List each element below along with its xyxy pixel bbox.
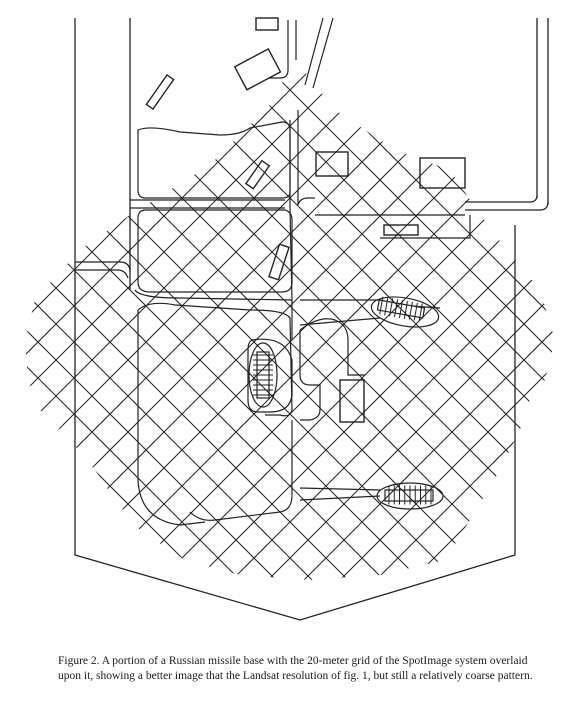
grid-line-descending <box>25 60 49 580</box>
grid-line-descending <box>523 60 555 580</box>
grid-line-descending <box>235 60 555 580</box>
grid-line-descending <box>25 60 301 580</box>
grid-line-descending <box>0 0 12 640</box>
grid-line-descending <box>25 60 337 580</box>
grid-line-ascending <box>171 60 555 580</box>
grid-line-descending <box>25 60 481 580</box>
pit-hatch-tick <box>418 303 423 322</box>
grid-line-descending <box>25 60 555 580</box>
grid-line-ascending <box>387 60 555 580</box>
pit-hatch-tick <box>384 297 389 316</box>
pit-hatch-tick <box>413 302 418 321</box>
grid-line-ascending <box>25 60 273 580</box>
grid-line-ascending <box>25 60 57 580</box>
grid-line-descending <box>91 60 555 580</box>
grid-line-descending <box>25 60 517 580</box>
grid-line-ascending <box>25 60 201 580</box>
grid-line-ascending <box>207 60 555 580</box>
grid-line-descending <box>451 60 555 580</box>
grid-line-descending <box>25 60 553 580</box>
pit-hatch-tick <box>389 298 394 317</box>
grid-line-ascending <box>243 60 555 580</box>
grid-line-descending <box>25 60 373 580</box>
pit-hatch-tick <box>379 296 384 315</box>
figure-caption: Figure 2. A portion of a Russian missile… <box>58 655 533 682</box>
grid-line-ascending <box>459 60 555 580</box>
missile-base-diagram <box>0 0 568 640</box>
grid-line-ascending <box>25 60 555 580</box>
grid-line-ascending <box>25 60 129 580</box>
spotimage-grid-overlay <box>0 0 568 640</box>
grid-line-ascending <box>25 60 93 580</box>
grid-line-descending <box>163 60 555 580</box>
grid-line-ascending <box>25 60 165 580</box>
grid-line-ascending <box>423 60 555 580</box>
enclosures <box>137 121 365 526</box>
grid-line-ascending <box>279 60 555 580</box>
grid-line-ascending <box>351 60 555 580</box>
grid-line-descending <box>379 60 555 580</box>
pit-hatch-tick <box>403 300 408 319</box>
grid-line-ascending <box>25 60 525 580</box>
grid-line-ascending <box>27 60 555 580</box>
grid-line-ascending <box>495 60 555 580</box>
grid-line-descending <box>25 60 445 580</box>
grid-line-ascending <box>25 60 489 580</box>
grid-line-ascending <box>135 60 555 580</box>
grid-line-descending <box>199 60 555 580</box>
grid-line-descending <box>25 60 265 580</box>
missile-pit-lower <box>376 482 444 510</box>
grid-line-descending <box>25 60 229 580</box>
grid-line-descending <box>25 60 85 580</box>
pit-hatch-ticks <box>379 296 423 322</box>
grid-line-descending <box>560 0 568 640</box>
missile-pits <box>248 296 444 510</box>
pit-hatch-tick <box>408 301 413 320</box>
grid-line-ascending <box>63 60 555 580</box>
grid-line-ascending <box>25 60 417 580</box>
grid-line-descending <box>25 60 409 580</box>
base-outline <box>74 18 549 621</box>
grid-line-ascending <box>25 60 381 580</box>
grid-line-ascending <box>99 60 555 580</box>
grid-line-ascending <box>315 60 555 580</box>
road-network <box>75 17 549 521</box>
grid-line-ascending <box>0 0 20 640</box>
grid-line-ascending <box>25 60 237 580</box>
